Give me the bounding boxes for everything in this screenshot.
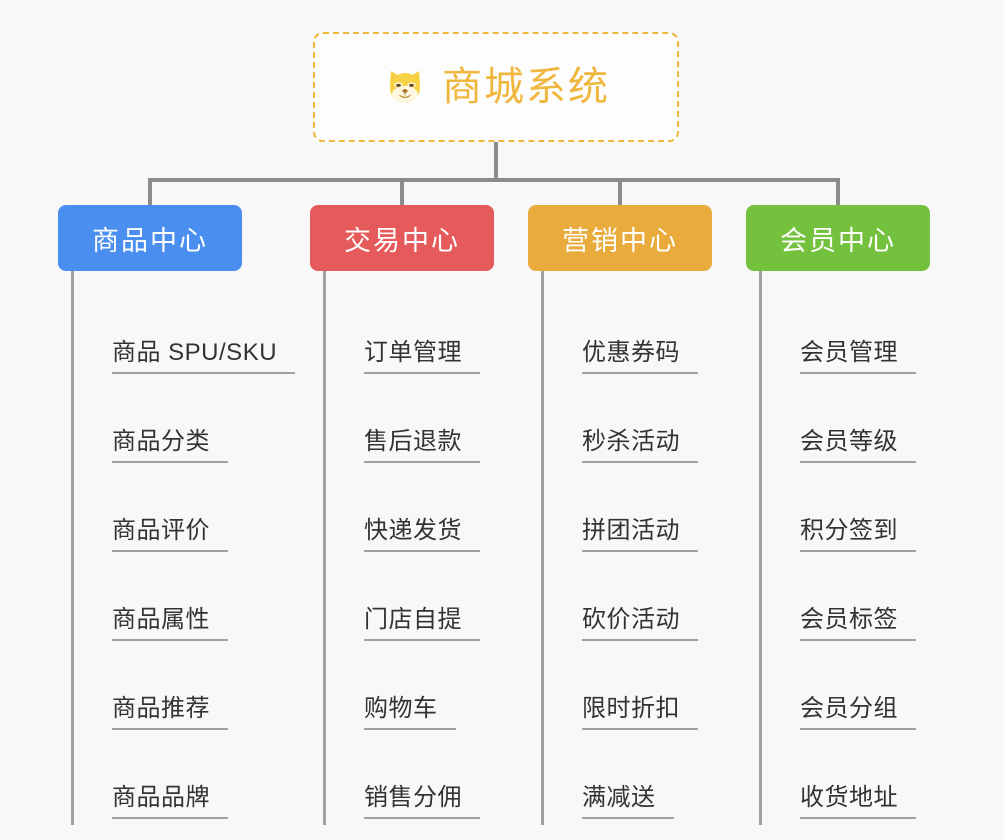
list-item[interactable]: 优惠券码 bbox=[559, 291, 743, 380]
category-label: 营销中心 bbox=[562, 225, 678, 256]
leaf-label: 商品品牌 bbox=[112, 784, 228, 819]
list-item[interactable]: 快递发货 bbox=[341, 469, 525, 558]
leaf-label: 门店自提 bbox=[364, 606, 480, 641]
connector-drop-member-center bbox=[836, 178, 840, 208]
list-item[interactable]: 商品推荐 bbox=[89, 647, 308, 736]
list-item[interactable]: 拼团活动 bbox=[559, 469, 743, 558]
list-item[interactable]: 商品 SPU/SKU bbox=[89, 291, 308, 380]
leaf-label: 商品属性 bbox=[112, 606, 228, 641]
leaf-label: 会员等级 bbox=[800, 428, 916, 463]
category-trade-center[interactable]: 交易中心 bbox=[310, 205, 494, 271]
list-item[interactable]: 收货地址 bbox=[777, 736, 961, 825]
leaf-label: 快递发货 bbox=[364, 517, 480, 552]
list-item[interactable]: 商品品牌 bbox=[89, 736, 308, 825]
list-item[interactable]: 会员管理 bbox=[777, 291, 961, 380]
list-item[interactable]: 积分签到 bbox=[777, 469, 961, 558]
leaf-list-marketing-center: 优惠券码 秒杀活动 拼团活动 砍价活动 限时折扣 满减送 bbox=[541, 271, 743, 825]
list-item[interactable]: 砍价活动 bbox=[559, 558, 743, 647]
category-marketing-center[interactable]: 营销中心 bbox=[528, 205, 712, 271]
branch-product-center: 商品中心 商品 SPU/SKU 商品分类 商品评价 商品属性 商品推荐 商品品牌 bbox=[58, 205, 308, 825]
leaf-label: 商品分类 bbox=[112, 428, 228, 463]
list-item[interactable]: 销售分佣 bbox=[341, 736, 525, 825]
leaf-label: 购物车 bbox=[364, 695, 456, 730]
leaf-list-trade-center: 订单管理 售后退款 快递发货 门店自提 购物车 销售分佣 bbox=[323, 271, 525, 825]
connector-drop-marketing-center bbox=[618, 178, 622, 208]
branch-marketing-center: 营销中心 优惠券码 秒杀活动 拼团活动 砍价活动 限时折扣 满减送 bbox=[528, 205, 743, 825]
leaf-list-member-center: 会员管理 会员等级 积分签到 会员标签 会员分组 收货地址 bbox=[759, 271, 961, 825]
leaf-label: 秒杀活动 bbox=[582, 428, 698, 463]
shiba-dog-emoji-icon bbox=[382, 64, 428, 110]
leaf-label: 限时折扣 bbox=[582, 695, 698, 730]
category-label: 商品中心 bbox=[92, 225, 208, 256]
leaf-label: 订单管理 bbox=[364, 339, 480, 374]
list-item[interactable]: 门店自提 bbox=[341, 558, 525, 647]
leaf-label: 积分签到 bbox=[800, 517, 916, 552]
leaf-label: 收货地址 bbox=[800, 784, 916, 819]
root-node[interactable]: 商城系统 bbox=[313, 32, 679, 142]
category-label: 会员中心 bbox=[780, 225, 896, 256]
list-item[interactable]: 商品评价 bbox=[89, 469, 308, 558]
list-item[interactable]: 商品分类 bbox=[89, 380, 308, 469]
leaf-label: 优惠券码 bbox=[582, 339, 698, 374]
leaf-label: 会员分组 bbox=[800, 695, 916, 730]
root-title: 商城系统 bbox=[442, 65, 610, 109]
leaf-label: 会员标签 bbox=[800, 606, 916, 641]
leaf-label: 商品 SPU/SKU bbox=[112, 339, 296, 374]
connector-drop-product-center bbox=[148, 178, 152, 208]
category-label: 交易中心 bbox=[344, 225, 460, 256]
leaf-label: 砍价活动 bbox=[582, 606, 698, 641]
list-item[interactable]: 满减送 bbox=[559, 736, 743, 825]
list-item[interactable]: 订单管理 bbox=[341, 291, 525, 380]
list-item[interactable]: 购物车 bbox=[341, 647, 525, 736]
leaf-label: 商品评价 bbox=[112, 517, 228, 552]
leaf-label: 会员管理 bbox=[800, 339, 916, 374]
list-item[interactable]: 会员分组 bbox=[777, 647, 961, 736]
connector-drop-trade-center bbox=[400, 178, 404, 208]
connector-horizontal-bus bbox=[148, 178, 840, 182]
leaf-label: 销售分佣 bbox=[364, 784, 480, 819]
branch-member-center: 会员中心 会员管理 会员等级 积分签到 会员标签 会员分组 收货地址 bbox=[746, 205, 961, 825]
list-item[interactable]: 会员等级 bbox=[777, 380, 961, 469]
leaf-label: 售后退款 bbox=[364, 428, 480, 463]
leaf-list-product-center: 商品 SPU/SKU 商品分类 商品评价 商品属性 商品推荐 商品品牌 bbox=[71, 271, 308, 825]
leaf-label: 拼团活动 bbox=[582, 517, 698, 552]
list-item[interactable]: 商品属性 bbox=[89, 558, 308, 647]
category-product-center[interactable]: 商品中心 bbox=[58, 205, 242, 271]
connector-root-stem bbox=[494, 142, 498, 180]
leaf-label: 满减送 bbox=[582, 784, 674, 819]
branch-trade-center: 交易中心 订单管理 售后退款 快递发货 门店自提 购物车 销售分佣 bbox=[310, 205, 525, 825]
list-item[interactable]: 限时折扣 bbox=[559, 647, 743, 736]
category-member-center[interactable]: 会员中心 bbox=[746, 205, 930, 271]
list-item[interactable]: 会员标签 bbox=[777, 558, 961, 647]
list-item[interactable]: 售后退款 bbox=[341, 380, 525, 469]
leaf-label: 商品推荐 bbox=[112, 695, 228, 730]
list-item[interactable]: 秒杀活动 bbox=[559, 380, 743, 469]
